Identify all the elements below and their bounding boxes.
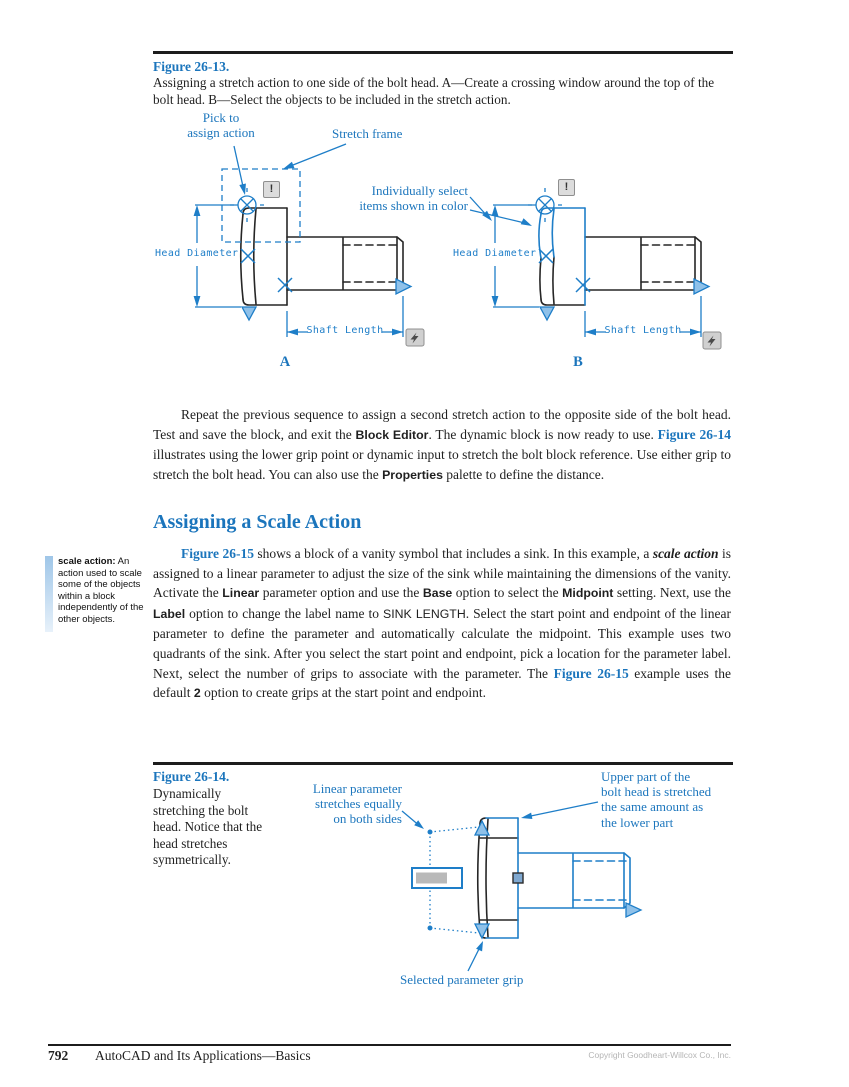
parameter-x-marker: [538, 248, 554, 264]
lightning-action-icon: [702, 331, 722, 350]
figure-26-14-caption: Dynamically stretching the bolt head. No…: [153, 786, 263, 868]
down-grip-icon: [240, 306, 258, 322]
bolt-head-outline: [476, 817, 519, 939]
footer-rule: [48, 1044, 731, 1046]
parameter-x-marker: [277, 277, 293, 293]
bolt-diagrams-a-b: [193, 143, 722, 350]
margin-note-term: scale action:: [58, 556, 116, 567]
shaft-length-dim-text-a: Shaft Length: [306, 325, 384, 336]
subfigure-marker-b: B: [573, 354, 583, 370]
footer-page-number: 792: [48, 1048, 69, 1063]
figure-26-14-artwork: Linear parameter stretches equally on bo…: [150, 765, 735, 1000]
dynamic-input-box: [411, 867, 463, 889]
figure-26-14-top-rule: [153, 762, 733, 765]
up-grip-icon: [473, 819, 491, 836]
right-grip-icon: [693, 277, 711, 296]
margin-note-definition: scale action: An action used to scale so…: [58, 556, 151, 626]
parameter-node-dot: [427, 829, 433, 835]
subfigure-marker-a: A: [279, 354, 291, 370]
section-heading: Assigning a Scale Action: [153, 511, 362, 533]
alert-icon: !: [558, 179, 575, 196]
select-callout-line: [469, 209, 530, 225]
pick-callout-line: [233, 145, 245, 192]
bolt-b-arrowheads: [482, 205, 701, 336]
upper-part-callout-line: [525, 801, 599, 818]
footer-copyright: Copyright Goodheart-Willcox Co., Inc.: [588, 1050, 731, 1060]
stretch-frame-callout-line: [292, 143, 347, 166]
bolt-a-outline: [239, 207, 404, 306]
figure-26-13-label: Figure 26-13.: [153, 59, 230, 74]
parameter-dotted-lines: [429, 826, 480, 934]
parameter-x-marker: [575, 277, 591, 293]
bolt-a-parameter-lines: [195, 143, 404, 337]
selected-grip-label: Selected parameter grip: [400, 972, 524, 987]
dynamic-input-highlight: [416, 872, 447, 884]
linear-parameter-label: Linear parameter stretches equally on bo…: [312, 781, 402, 827]
figure-26-13-artwork: Pick to assign action Stretch frame Indi…: [150, 105, 735, 395]
parameter-node-dot: [427, 925, 433, 931]
down-grip-icon: [538, 306, 556, 322]
pick-to-assign-label: Pick to assign action: [187, 110, 255, 141]
head-diameter-dim-text-a: Head Diameter: [155, 248, 239, 259]
down-grip-icon: [473, 923, 491, 940]
paragraph-scale-action: Figure 26-15 shows a block of a vanity s…: [153, 546, 731, 701]
margin-note-bar: [45, 556, 53, 632]
bolt-b-outline: [539, 236, 702, 306]
grip-arrows: [473, 819, 643, 940]
figure-26-14-label: Figure 26-14.: [153, 769, 230, 784]
bolt-a-grip-arrows: [240, 277, 413, 322]
figure-26-13-caption: Assigning a stretch action to one side o…: [153, 75, 715, 107]
bolt-a-arrowheads: [193, 161, 403, 336]
stretch-frame-label: Stretch frame: [332, 126, 403, 141]
parameter-x-marker: [240, 248, 256, 264]
footer-book-title: AutoCAD and Its Applications—Basics: [95, 1048, 311, 1063]
callout-arrowheads: [414, 812, 533, 952]
upper-part-label: Upper part of the bolt head is stretched…: [601, 769, 712, 830]
right-grip-icon: [625, 901, 643, 919]
margin-note-text: An action used to scale some of the obje…: [58, 556, 144, 625]
paragraph-stretch-action: Repeat the previous sequence to assign a…: [153, 407, 731, 482]
individually-select-label: Individually select items shown in color: [359, 183, 468, 214]
midpoint-grip-square: [512, 872, 524, 884]
shaft-length-dim-text-b: Shaft Length: [604, 325, 682, 336]
bolt-b-grip-arrows: [538, 277, 711, 322]
right-grip-icon: [395, 277, 413, 296]
stretched-bolt-diagram: [401, 801, 643, 972]
alert-icon: !: [263, 181, 280, 198]
figure-26-13-top-rule: [153, 51, 733, 54]
lightning-action-icon: [405, 328, 425, 347]
head-diameter-dim-text-b: Head Diameter: [453, 248, 537, 259]
